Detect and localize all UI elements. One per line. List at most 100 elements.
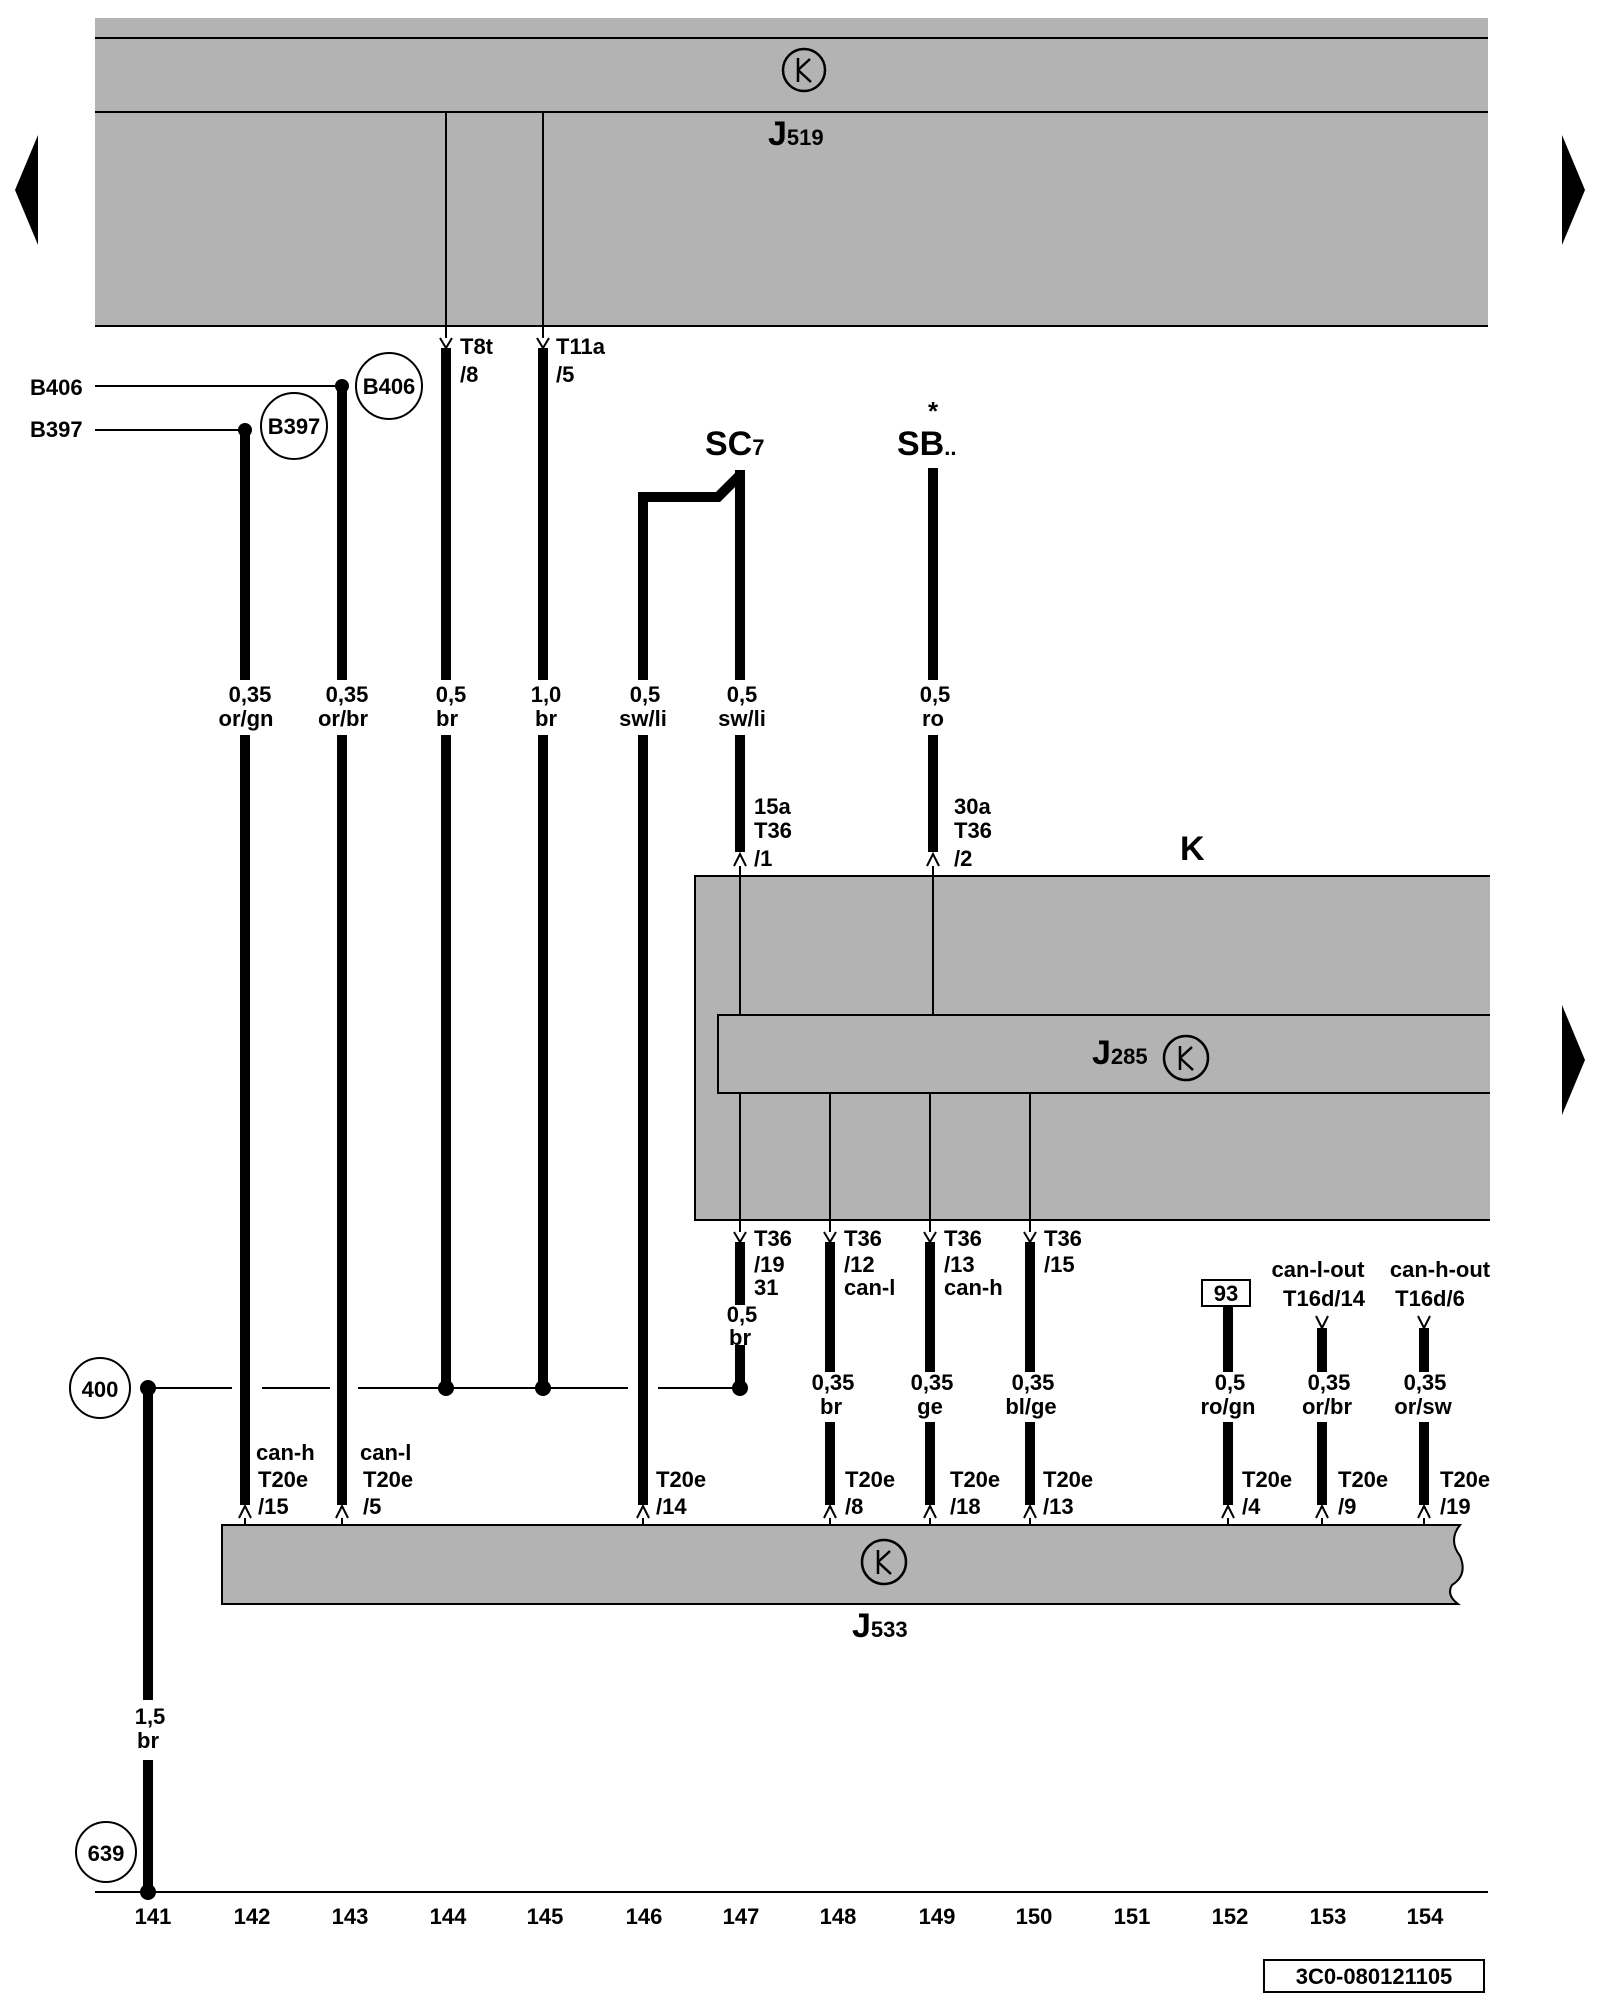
svg-text:bl/ge: bl/ge: [1005, 1394, 1056, 1419]
upper-wires: [240, 348, 938, 1505]
svg-text:0,5: 0,5: [920, 682, 951, 707]
wire-label-154-lower: 0,35 or/sw: [1394, 1370, 1452, 1419]
electronic-unit-icon: [781, 47, 827, 93]
svg-text:1,0: 1,0: [531, 682, 562, 707]
svg-text:can-h: can-h: [944, 1275, 1003, 1300]
wire-label-145: 1,0 br: [531, 682, 562, 731]
svg-text:ro/gn: ro/gn: [1201, 1394, 1256, 1419]
wire-label-143: 0,35 or/br: [318, 682, 369, 731]
ground-bus-400: [140, 1380, 748, 1396]
ref-b397-left: B397: [30, 417, 83, 442]
can-h-out-label: can-h-out T16d/6: [1390, 1257, 1491, 1311]
can-l-out-label: can-l-out T16d/14: [1272, 1257, 1366, 1311]
svg-text:ro: ro: [922, 706, 944, 731]
track-number: 151: [1114, 1904, 1151, 1929]
svg-text:ge: ge: [917, 1394, 943, 1419]
track-number: 152: [1212, 1904, 1249, 1929]
ref-b406-circle: B406: [363, 374, 416, 399]
svg-text:/19: /19: [754, 1252, 785, 1277]
k-pin-t36-13: T36 /13 can-h: [944, 1226, 1003, 1300]
connector-t8t: T8t: [460, 334, 494, 359]
track-number: 153: [1310, 1904, 1347, 1929]
connector-t8t-pin: /8: [460, 362, 478, 387]
ground-point-400: 400: [82, 1377, 119, 1402]
svg-text:/9: /9: [1338, 1494, 1356, 1519]
svg-text:or/sw: or/sw: [1394, 1394, 1452, 1419]
svg-text:0,5: 0,5: [1215, 1370, 1246, 1395]
control-unit-j519: J519: [95, 18, 1488, 327]
svg-text:T36: T36: [954, 818, 992, 843]
wire-label-152-lower: 0,5 ro/gn: [1201, 1370, 1256, 1419]
svg-text:/2: /2: [954, 846, 972, 871]
j533-pin-t20e-5: can-l T20e /5: [360, 1440, 413, 1519]
track-number: 149: [919, 1904, 956, 1929]
j533-pin-t20e-19: T20e /19: [1440, 1467, 1490, 1519]
svg-text:T36: T36: [754, 818, 792, 843]
track-number: 142: [234, 1904, 271, 1929]
svg-text:30a: 30a: [954, 794, 991, 819]
j533-pin-t20e-15: can-h T20e /15: [256, 1440, 315, 1519]
svg-text:/15: /15: [1044, 1252, 1075, 1277]
svg-text:/15: /15: [258, 1494, 289, 1519]
svg-text:sw/li: sw/li: [718, 706, 766, 731]
svg-text:T20e: T20e: [950, 1467, 1000, 1492]
svg-text:/19: /19: [1440, 1494, 1471, 1519]
ref-sb: SB..: [897, 425, 956, 463]
svg-text:can-h-out: can-h-out: [1390, 1257, 1491, 1282]
track-number: 145: [527, 1904, 564, 1929]
wire-label-147: 0,5 sw/li: [718, 682, 766, 731]
svg-text:T36: T36: [944, 1226, 982, 1251]
electronic-unit-icon: [1162, 1034, 1210, 1082]
svg-text:0,35: 0,35: [229, 682, 272, 707]
diagram-code: 3C0-080121105: [1296, 1964, 1453, 1989]
wire-label-153-lower: 0,35 or/br: [1302, 1370, 1353, 1419]
svg-text:0,35: 0,35: [1012, 1370, 1055, 1395]
wire-label-149: 0,5 ro: [920, 682, 951, 731]
previous-page-arrow-icon[interactable]: [15, 135, 38, 245]
svg-text:J519: J519: [768, 115, 824, 153]
control-unit-j533: [221, 1524, 1464, 1605]
svg-text:T36: T36: [844, 1226, 882, 1251]
svg-text:T36: T36: [754, 1226, 792, 1251]
svg-text:/14: /14: [656, 1494, 687, 1519]
j519-number: 519: [787, 125, 824, 150]
svg-text:0,35: 0,35: [1404, 1370, 1447, 1395]
svg-text:T16d/6: T16d/6: [1395, 1286, 1465, 1311]
connector-t11a: T11a: [556, 334, 606, 359]
svg-text:0,35: 0,35: [1308, 1370, 1351, 1395]
track-number: 148: [820, 1904, 857, 1929]
track-number: 147: [723, 1904, 760, 1929]
j533-pin-arrows: [238, 1503, 1431, 1525]
svg-text:/8: /8: [845, 1494, 863, 1519]
next-page-arrow-icon[interactable]: [1562, 135, 1585, 245]
k-pin-t36-12: T36 /12 can-l: [844, 1226, 895, 1300]
wire-label-141: 1,5 br: [135, 1704, 166, 1753]
track-number: 150: [1016, 1904, 1053, 1929]
component-k-label: K: [1180, 830, 1205, 868]
svg-text:0,35: 0,35: [326, 682, 369, 707]
svg-text:T20e: T20e: [1043, 1467, 1093, 1492]
k-pin-t36-19: T36 /19 31: [754, 1226, 792, 1300]
svg-text:0,35: 0,35: [812, 1370, 855, 1395]
svg-text:0,5: 0,5: [727, 682, 758, 707]
ref-sc7: SC7: [705, 425, 764, 463]
j285-label: J285: [1092, 1034, 1148, 1072]
svg-text:T36: T36: [1044, 1226, 1082, 1251]
svg-text:31: 31: [754, 1275, 778, 1300]
next-page-arrow-lower-icon[interactable]: [1562, 1005, 1585, 1115]
svg-text:0,35: 0,35: [911, 1370, 954, 1395]
track-number: 146: [626, 1904, 663, 1929]
svg-text:can-l: can-l: [360, 1440, 411, 1465]
j533-pin-t20e-4: T20e /4: [1242, 1467, 1292, 1519]
svg-text:0,5: 0,5: [436, 682, 467, 707]
j533-pin-t20e-9: T20e /9: [1338, 1467, 1388, 1519]
svg-text:sw/li: sw/li: [619, 706, 667, 731]
svg-text:/4: /4: [1242, 1494, 1261, 1519]
k-pin-15a: 15a T36 /1: [754, 794, 792, 871]
svg-text:0,5: 0,5: [727, 1302, 758, 1327]
wire-label-148-lower: 0,35 br: [812, 1370, 855, 1419]
svg-text:can-l: can-l: [844, 1275, 895, 1300]
svg-text:/1: /1: [754, 846, 772, 871]
j533-label: J533: [852, 1607, 908, 1645]
